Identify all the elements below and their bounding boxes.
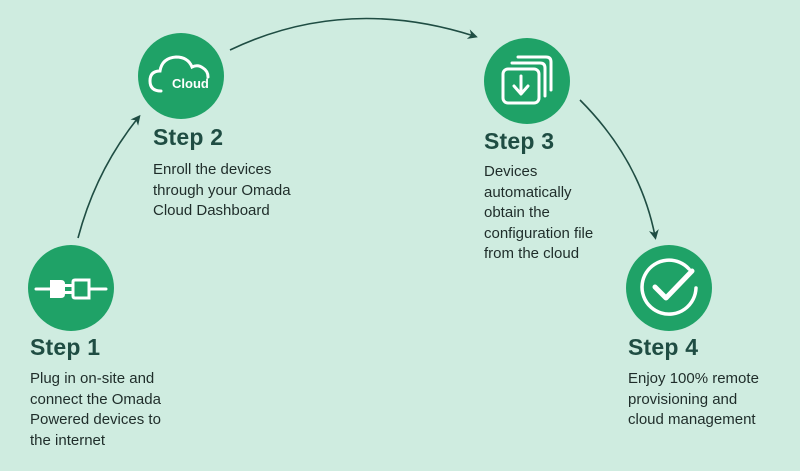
arrow-step1-to-step2 — [77, 114, 141, 239]
step-4-icon-circle — [626, 245, 712, 331]
step-4-title: Step 4 — [628, 334, 699, 360]
step-2-description: Enroll the devices through your Omada Cl… — [153, 161, 291, 219]
step-2-icon-circle: Cloud — [138, 33, 224, 119]
download-icon — [501, 55, 553, 105]
arrow-step3-to-step4 — [579, 99, 659, 240]
plug-icon — [34, 278, 108, 300]
checkmark-icon — [640, 258, 698, 316]
step-2-title: Step 2 — [153, 124, 224, 150]
step-3-description: Devices automatically obtain the configu… — [484, 163, 594, 262]
step-3-icon-circle — [484, 38, 570, 124]
step-1-title: Step 1 — [30, 334, 101, 360]
step-1-icon-circle — [28, 245, 114, 331]
arrow-step2-to-step3 — [229, 17, 478, 51]
step-3-title: Step 3 — [484, 128, 555, 154]
cloud-icon: Cloud — [148, 55, 210, 93]
cloud-icon-label: Cloud — [172, 76, 209, 91]
step-1-description: Plug in on-site and connect the Omada Po… — [30, 370, 161, 449]
step-4-description: Enjoy 100% remote provisioning and cloud… — [628, 370, 759, 428]
